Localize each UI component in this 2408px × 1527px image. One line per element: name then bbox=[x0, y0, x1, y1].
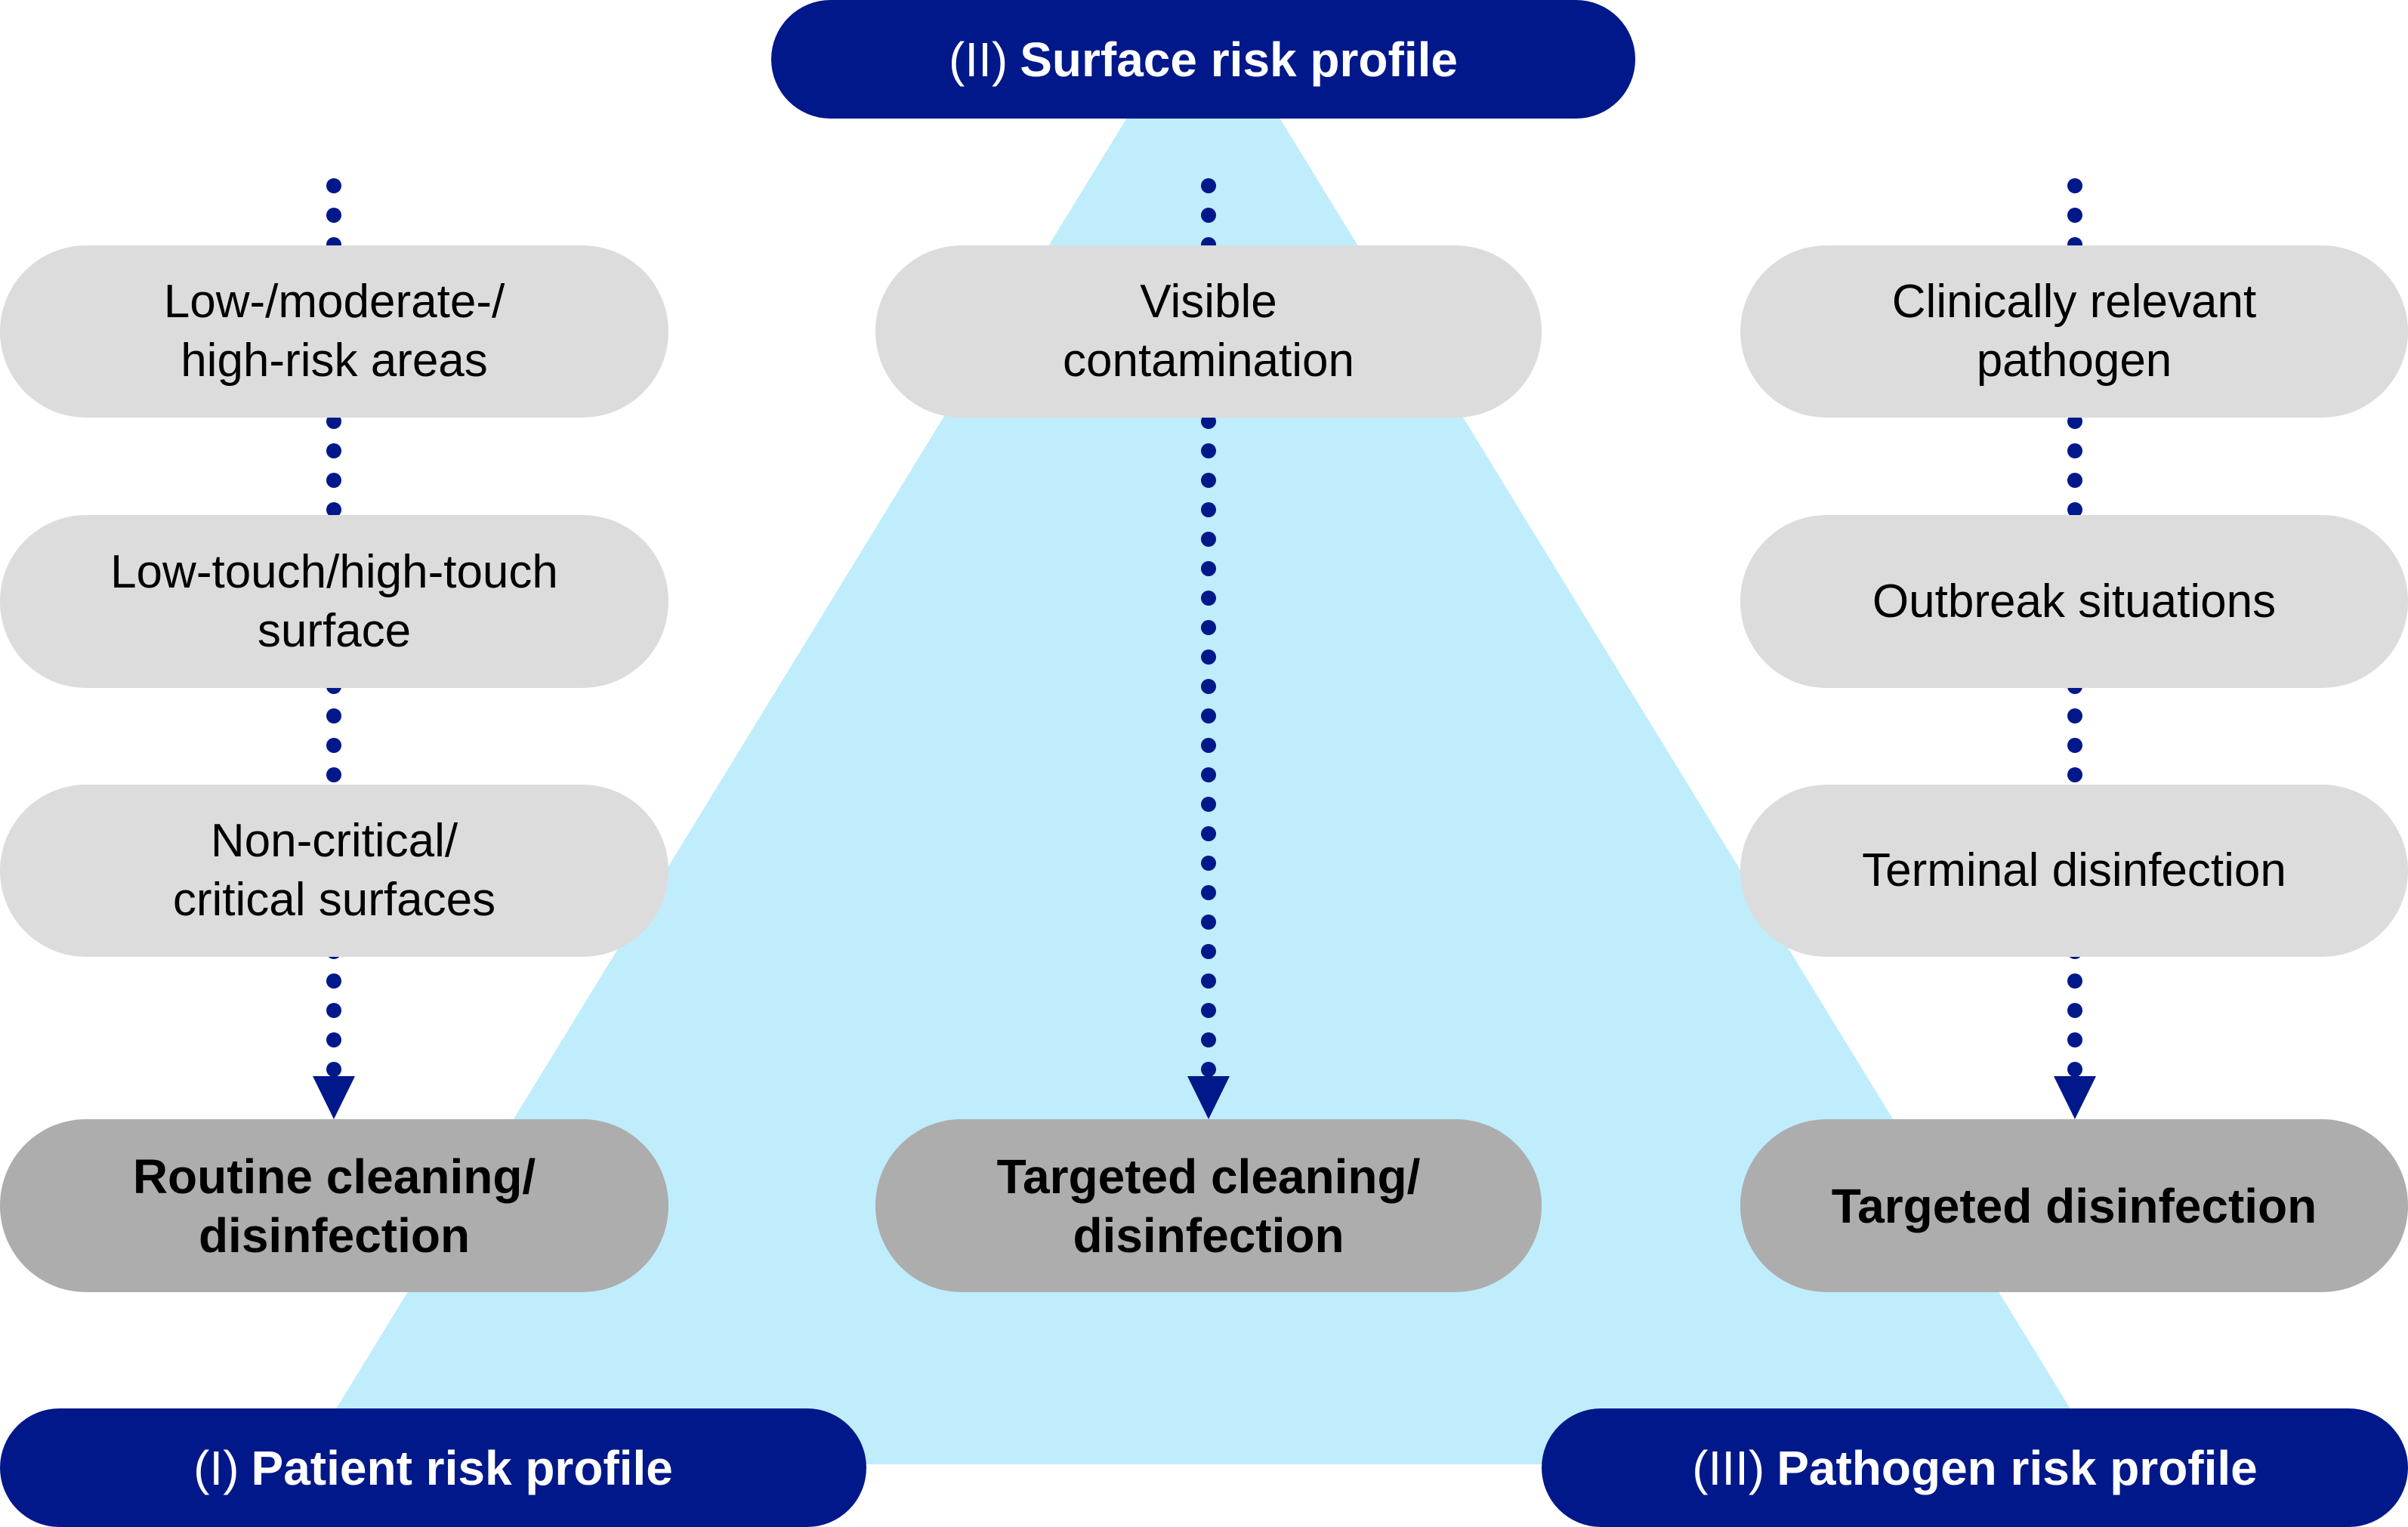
connector-dot bbox=[326, 443, 341, 458]
connector-dot bbox=[1201, 414, 1216, 429]
connector-dot bbox=[1201, 826, 1216, 841]
connector-dot bbox=[2067, 178, 2082, 193]
criterion-touch-surface: Low-touch/high-touch surface bbox=[0, 515, 668, 688]
connector-dot bbox=[1201, 915, 1216, 930]
criterion-line: high-risk areas bbox=[181, 335, 488, 387]
connector-dot bbox=[1201, 797, 1216, 812]
criterion-line: Low-/moderate-/ bbox=[163, 276, 505, 328]
connector-dot bbox=[1201, 708, 1216, 723]
connector-dot bbox=[2067, 502, 2082, 517]
criterion-visible-contamination: Visible contamination bbox=[875, 245, 1542, 418]
criterion-terminal-disinfection: Terminal disinfection bbox=[1740, 785, 2408, 957]
connector-dot bbox=[326, 208, 341, 223]
connector-dot bbox=[2067, 708, 2082, 723]
surface-risk-profile-label: (II)Surface risk profile bbox=[771, 0, 1635, 119]
connector-dot bbox=[2067, 473, 2082, 488]
connector-dot bbox=[2067, 208, 2082, 223]
connector-dot bbox=[2067, 1032, 2082, 1047]
criterion-outbreak-situations: Outbreak situations bbox=[1740, 515, 2408, 688]
profile-title: Pathogen risk profile bbox=[1777, 1440, 2258, 1495]
criterion-line: Low-touch/high-touch bbox=[110, 545, 558, 598]
criterion-line: critical surfaces bbox=[172, 874, 496, 926]
profile-numeral: (I) bbox=[193, 1440, 239, 1495]
connector-dot bbox=[2067, 1062, 2082, 1077]
result-line: disinfection bbox=[1073, 1208, 1344, 1263]
connector-dot bbox=[326, 1032, 341, 1047]
result-targeted-disinfection: Targeted disinfection bbox=[1740, 1119, 2408, 1292]
patient-risk-profile-label: (I) Patient risk profile bbox=[0, 1408, 866, 1527]
connector-dot bbox=[2067, 1003, 2082, 1018]
connector-dot bbox=[1201, 1003, 1216, 1018]
connector-dot bbox=[2067, 767, 2082, 782]
connector-dot bbox=[326, 973, 341, 989]
arrow-down-icon bbox=[2054, 1076, 2096, 1119]
connector-dot bbox=[326, 1003, 341, 1018]
surface-risk-triangle bbox=[302, 0, 2104, 1464]
criterion-line: contamination bbox=[1062, 335, 1355, 387]
connector-dot bbox=[1201, 1032, 1216, 1047]
connector-dot bbox=[1201, 443, 1216, 458]
connector-dot bbox=[2067, 414, 2082, 429]
connector-dot bbox=[326, 473, 341, 488]
result-targeted-cleaning: Targeted cleaning/disinfection bbox=[875, 1119, 1542, 1292]
connector-dot bbox=[1201, 679, 1216, 694]
criterion-line: Clinically relevant bbox=[1891, 276, 2257, 328]
connector-dot bbox=[1201, 856, 1216, 871]
criterion-line: Visible bbox=[1140, 276, 1277, 328]
connector-dot bbox=[1201, 591, 1216, 606]
criterion-line: Terminal disinfection bbox=[1862, 844, 2286, 896]
pathogen-risk-profile-label: (III)Pathogen risk profile bbox=[1542, 1408, 2408, 1527]
connector-dot bbox=[2067, 443, 2082, 458]
result-line: disinfection bbox=[198, 1208, 471, 1263]
profile-title: Surface risk profile bbox=[1020, 32, 1458, 87]
profile-numeral: (II) bbox=[949, 32, 1008, 87]
connector-dot bbox=[326, 414, 341, 429]
connector-dot bbox=[326, 178, 341, 193]
result-line: Targeted cleaning/ bbox=[996, 1149, 1421, 1204]
connector-dot bbox=[326, 767, 341, 782]
criterion-critical-surfaces: Non-critical/critical surfaces bbox=[0, 785, 668, 957]
connector-dot bbox=[326, 738, 341, 753]
connector-dot bbox=[1201, 532, 1216, 547]
connector-dot bbox=[1201, 502, 1216, 517]
connector-dot bbox=[1201, 473, 1216, 488]
connector-dot bbox=[1201, 885, 1216, 900]
result-line: Targeted disinfection bbox=[1831, 1178, 2317, 1233]
criterion-risk-areas: Low-/moderate-/ high-risk areas bbox=[0, 245, 668, 418]
connector-dot bbox=[1201, 561, 1216, 576]
connector-dot bbox=[1201, 973, 1216, 989]
criterion-line: pathogen bbox=[1976, 335, 2172, 387]
connector-dot bbox=[2067, 973, 2082, 989]
connector-dot bbox=[1201, 178, 1216, 193]
connector-dot bbox=[1201, 620, 1216, 635]
connector-dot bbox=[2067, 738, 2082, 753]
profile-title: Patient risk profile bbox=[251, 1440, 673, 1495]
criterion-line: surface bbox=[257, 604, 412, 657]
connector-dot bbox=[1201, 738, 1216, 753]
result-line: Routine cleaning/ bbox=[132, 1149, 536, 1204]
connector-dot bbox=[1201, 1062, 1216, 1077]
arrow-down-icon bbox=[1187, 1076, 1230, 1119]
connector-dot bbox=[326, 1062, 341, 1077]
connector-dot bbox=[326, 708, 341, 723]
connector-dot bbox=[1201, 208, 1216, 223]
profile-numeral: (III) bbox=[1692, 1440, 1765, 1495]
connector-dot bbox=[326, 502, 341, 517]
criterion-clinically-relevant-pathogen: Clinically relevant pathogen bbox=[1740, 245, 2408, 418]
arrow-down-icon bbox=[313, 1076, 355, 1119]
criterion-line: Non-critical/ bbox=[210, 815, 458, 867]
connector-dot bbox=[1201, 649, 1216, 665]
connector-dot bbox=[1201, 767, 1216, 782]
criterion-line: Outbreak situations bbox=[1872, 575, 2277, 628]
connector-dot bbox=[1201, 944, 1216, 959]
result-routine-cleaning: Routine cleaning/disinfection bbox=[0, 1119, 668, 1292]
